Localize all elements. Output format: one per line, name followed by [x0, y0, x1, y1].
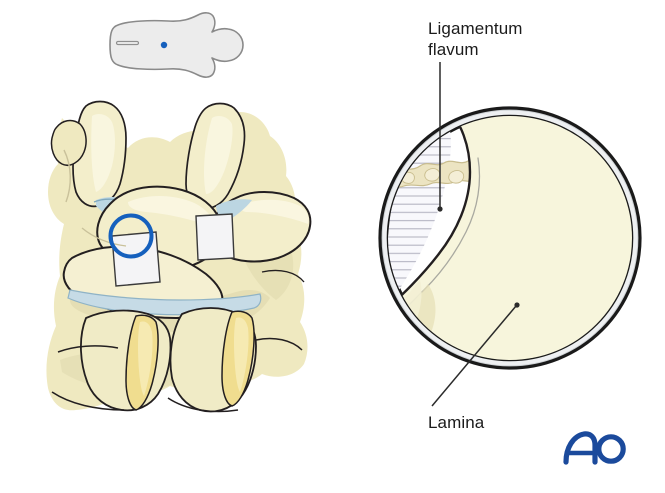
bone-contour-bottom-2: [57, 345, 119, 353]
lamina-bone-mass: [388, 116, 632, 360]
detail-ring-dark: [378, 106, 642, 370]
bone-contour-bottom-3: [167, 397, 239, 413]
bone-contour-right: [261, 269, 305, 283]
ao-logo: [563, 431, 626, 465]
lamina-cut-window-right: [195, 213, 235, 261]
transverse-process-stub: [50, 119, 87, 166]
leader-dot-lamina: [514, 302, 520, 308]
blue-ring-icon: [108, 213, 154, 259]
leader-line-lamina: [431, 305, 517, 407]
bone-contour-bottom-1: [51, 391, 125, 411]
patient-position-inset: [109, 12, 244, 78]
patient-silhouette: [109, 12, 244, 78]
highlight-spinous-upper-left: [91, 114, 115, 192]
highlight-ligament-yellow-left: [138, 321, 153, 396]
highlight-lamina-upper-right: [241, 199, 309, 224]
leader-dot-ligamentum: [437, 206, 443, 212]
ao-logo-letter-o: [596, 434, 626, 464]
shading-stroke-2: [81, 227, 127, 247]
lamina-contour-dark: [388, 116, 472, 336]
highlight-spinous-upper-right: [204, 116, 233, 194]
highlight-lamina-upper-left: [128, 196, 216, 228]
detail-contents: [388, 116, 632, 360]
label-ligamentum-flavum: Ligamentum flavum: [428, 19, 523, 59]
highlight-ligament-yellow-right: [234, 317, 249, 392]
magnified-detail-view: [378, 106, 642, 370]
vertebrae-illustration: [46, 100, 312, 413]
leader-lines: [431, 62, 520, 407]
blue-dot-icon: [160, 41, 168, 49]
bone-contour-bottom-4: [255, 337, 303, 351]
shading-stroke-1: [63, 149, 71, 203]
ligament-lobe-2: [424, 168, 441, 182]
label-lamina: Lamina: [428, 413, 485, 432]
ao-logo-letter-a: [563, 431, 598, 465]
ao-logo-mark: [563, 431, 626, 465]
ligament-lobe-3: [448, 170, 465, 184]
